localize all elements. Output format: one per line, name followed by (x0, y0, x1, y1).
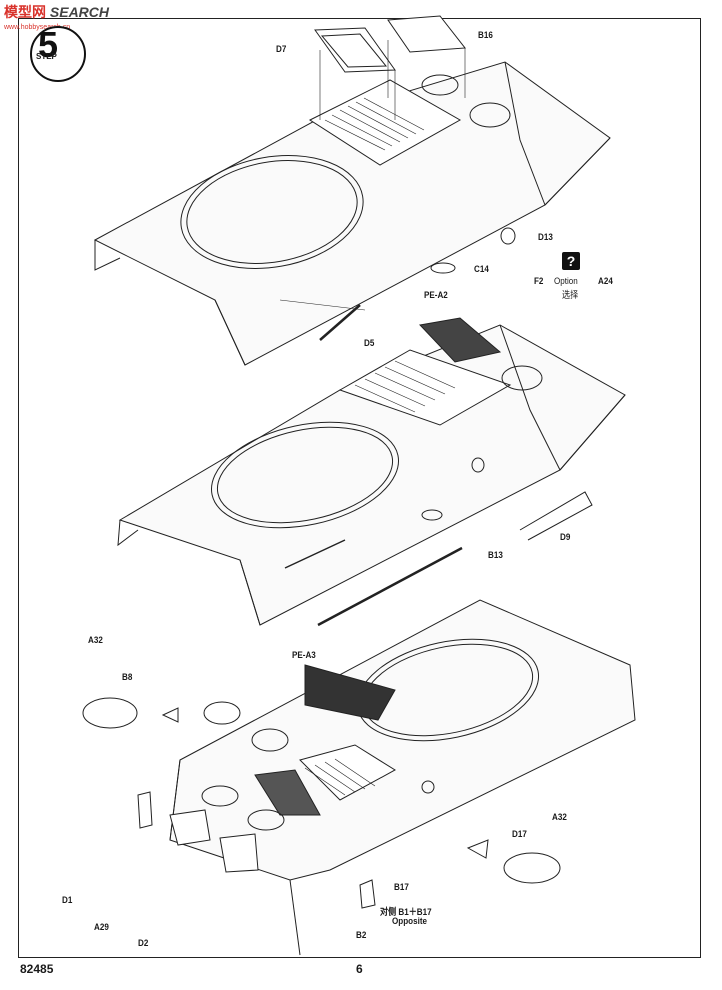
label-b2: B2 (356, 930, 367, 941)
label-pe-a3: PE-A3 (292, 650, 316, 661)
label-d13: D13 (538, 232, 553, 243)
label-d9: D9 (560, 532, 571, 543)
step-badge (30, 26, 86, 82)
label-pe-a2: PE-A2 (424, 290, 448, 301)
label-option: Option (554, 276, 578, 287)
label-d17: D17 (512, 829, 527, 840)
hull-middle (117, 317, 626, 627)
step-label: STEP (36, 52, 57, 61)
hull-lower (82, 599, 636, 956)
step-number: 5 (38, 24, 59, 65)
label-b8: B8 (122, 672, 133, 683)
label-a24: A24 (598, 276, 613, 287)
page-frame (18, 18, 701, 958)
label-b16: B16 (478, 30, 493, 41)
label-f2: F2 (534, 276, 544, 287)
label-d1: D1 (62, 895, 73, 906)
label-a32-left: A32 (88, 635, 103, 646)
label-a32-right: A32 (552, 812, 567, 823)
option-icon: ? (562, 252, 580, 270)
label-c14: C14 (474, 264, 489, 275)
label-d2: D2 (138, 938, 149, 949)
watermark-logo: 模型网 SEARCH (4, 4, 110, 20)
label-d7: D7 (276, 44, 287, 55)
product-code: 82485 (20, 962, 54, 976)
label-opposite-cn: 对侧 B1＋B17 (380, 907, 432, 918)
label-option-cn: 选择 (562, 290, 579, 301)
label-d5: D5 (364, 338, 375, 349)
label-b13: B13 (488, 550, 503, 561)
watermark-url: www.hobbysearch.cn (4, 24, 71, 31)
label-opposite: Opposite (392, 916, 427, 927)
hull-upper (93, 15, 611, 366)
page-number: 6 (356, 962, 363, 976)
label-b17: B17 (394, 882, 409, 893)
label-a29: A29 (94, 922, 109, 933)
